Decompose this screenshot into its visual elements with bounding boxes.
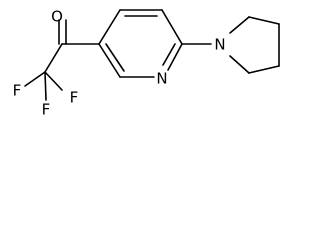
fluorine-label-1: F — [13, 82, 22, 100]
molecule-diagram: O F F F N N — [13, 8, 280, 119]
fluorine-label-3: F — [42, 101, 51, 119]
pyrrolidine-bond-c4-n — [229, 55, 250, 74]
bonds — [24, 9, 280, 101]
bond-c-f3 — [44, 71, 47, 101]
ring-bond-c6-n-inner — [162, 43, 176, 66]
ring-bond-c2-c3 — [98, 43, 121, 78]
ring-bond-c3-c4 — [98, 9, 121, 45]
bond-c-f2 — [44, 71, 63, 91]
pyrrolidine-bond-n-c1 — [229, 16, 250, 34]
oxygen-label: O — [51, 8, 63, 26]
bond-c-f1 — [24, 71, 46, 87]
pyrrolidine-bond-c1-c2 — [248, 16, 280, 25]
ring-bond-c6-n — [167, 43, 183, 71]
pyrrolidine-bond-c3-c4 — [248, 65, 280, 74]
fluorine-label-2: F — [70, 89, 79, 107]
bond-carbonyl-cf3 — [44, 43, 63, 73]
atom-labels: O F F F N N — [13, 8, 226, 119]
ring-bond-c5-c6 — [161, 9, 183, 45]
pyrrolidine-nitrogen-label: N — [214, 36, 225, 54]
pyridine-nitrogen-label: N — [156, 70, 167, 88]
structure-canvas: O F F F N N — [0, 0, 287, 121]
ring-bond-c2-c3-inner — [105, 43, 125, 72]
